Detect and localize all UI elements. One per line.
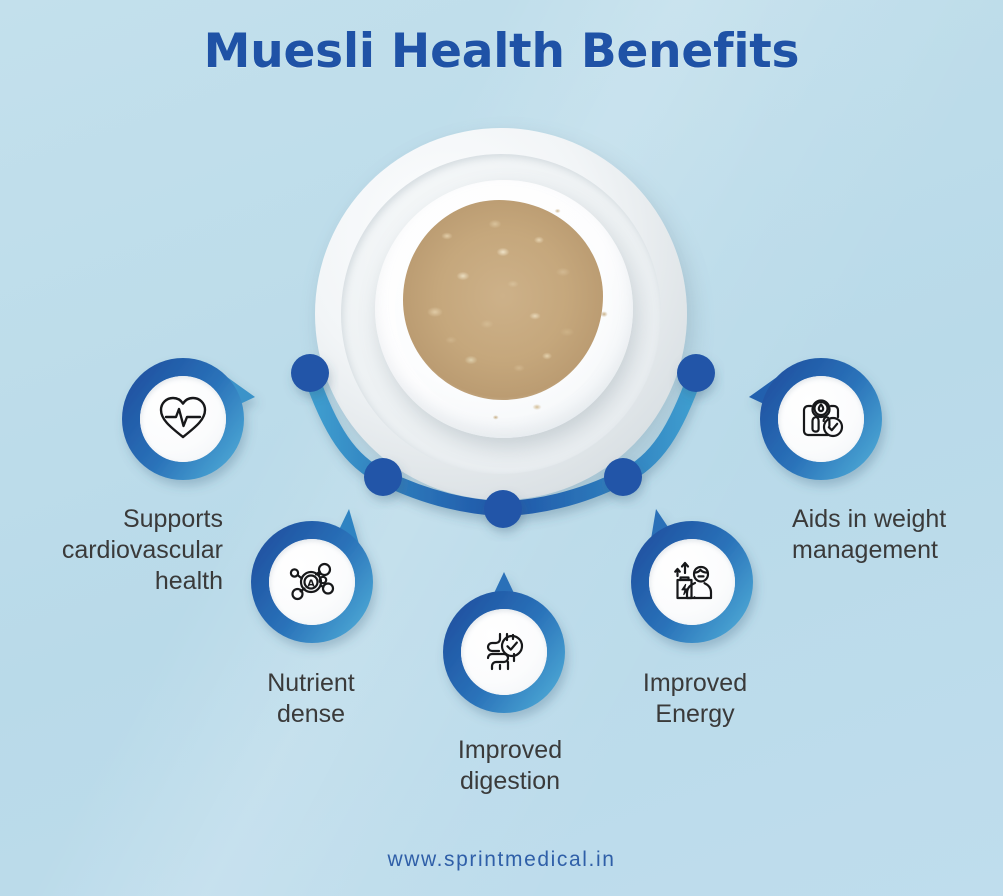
vitamin-molecule-icon: A (289, 562, 335, 601)
benefit-badge-digestion[interactable] (440, 572, 568, 716)
badge-icon-well-energy (649, 539, 735, 625)
benefit-badge-nutrient-dense[interactable]: A (248, 509, 376, 646)
badge-icon-well-weight (778, 376, 864, 462)
benefit-label-cardiovascular: Supports cardiovascular health (61, 505, 223, 595)
energy-person-icon (674, 561, 713, 600)
badge-icon-well-nutrient-dense: A (269, 539, 355, 625)
benefit-badge-energy[interactable] (628, 509, 756, 646)
page-title: Muesli Health Benefits (203, 24, 800, 79)
benefit-label-nutrient-dense: Nutrient dense (267, 669, 355, 728)
muesli-heap (403, 200, 603, 400)
badge-icon-well-cardiovascular (140, 376, 226, 462)
intestine-check-icon (486, 632, 524, 671)
badge-icon-well-digestion (461, 609, 547, 695)
benefit-label-weight: Aids in weight management (792, 505, 947, 564)
benefit-label-digestion: Improved digestion (457, 736, 563, 795)
weight-scale-check-icon (802, 399, 844, 438)
svg-text:A: A (307, 579, 315, 590)
benefit-badge-cardiovascular[interactable] (119, 355, 255, 483)
website-url: www.sprintmedical.in (387, 848, 616, 871)
benefit-badge-weight[interactable] (749, 355, 885, 483)
benefit-label-energy: Improved Energy (642, 669, 748, 728)
heart-pulse-icon (159, 396, 207, 439)
muesli-bowl-image (307, 118, 697, 508)
